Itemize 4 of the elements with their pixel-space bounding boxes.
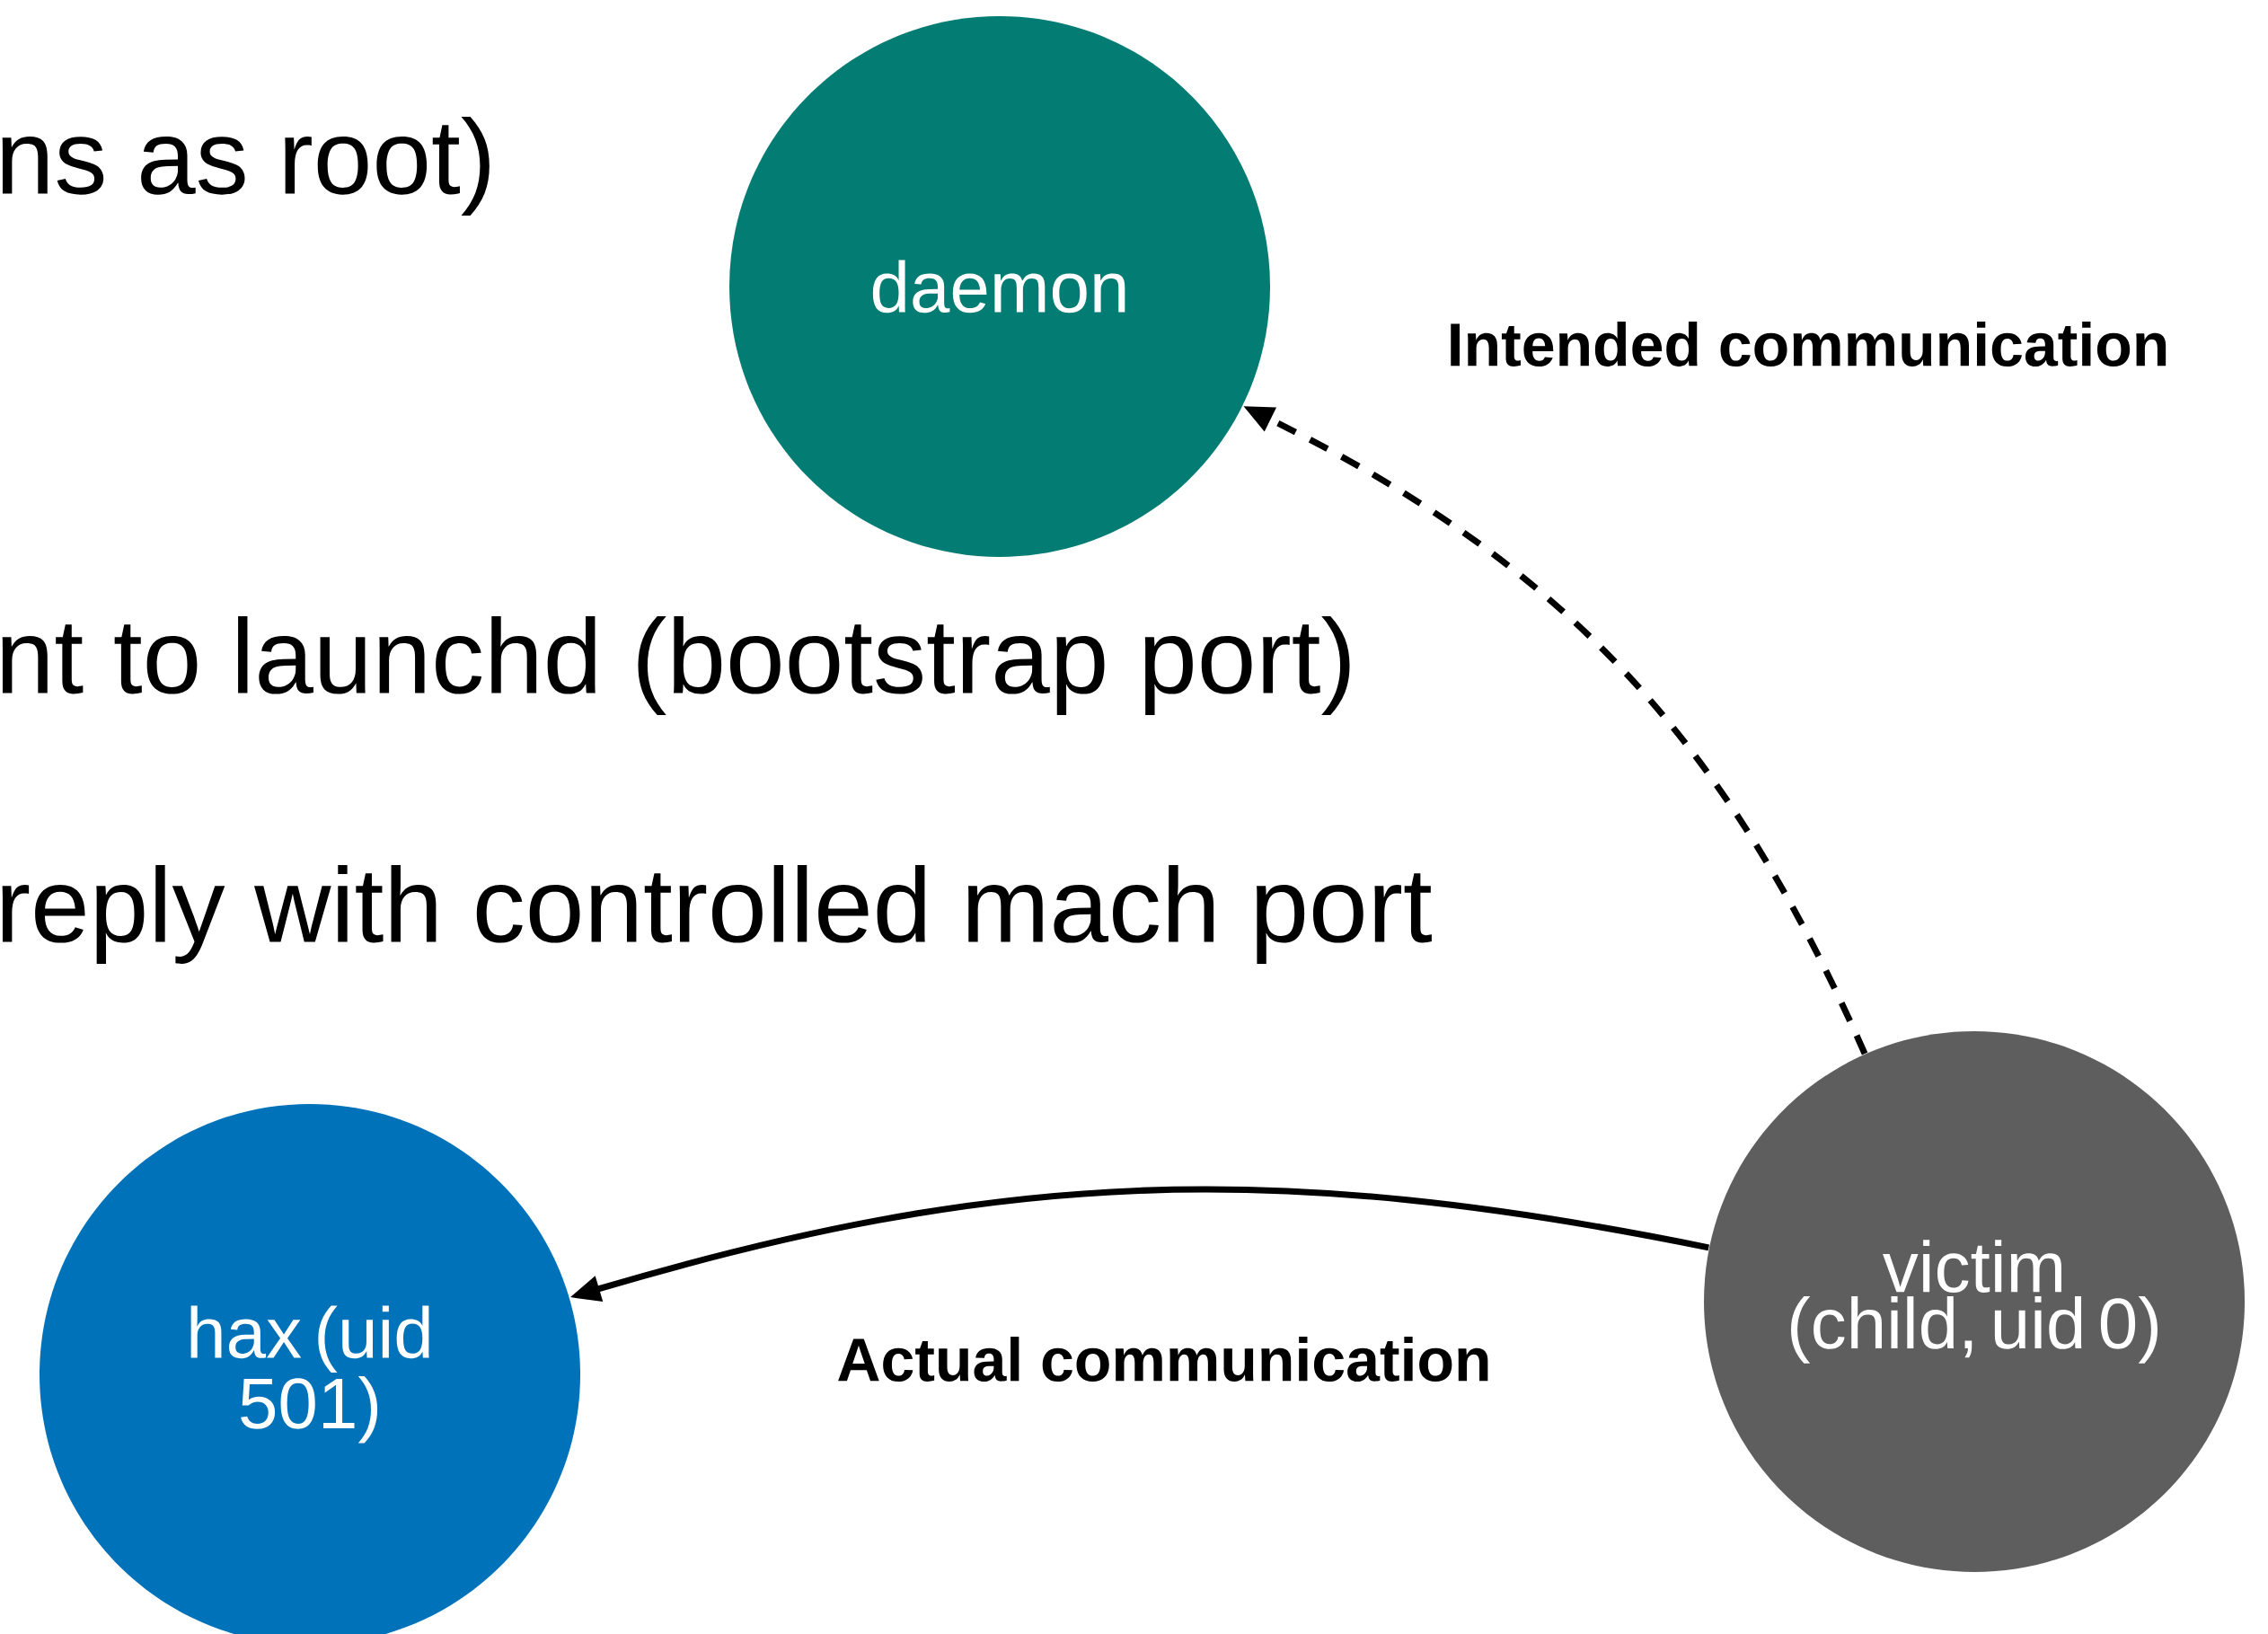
edge-label: Intended communication (1443, 318, 2174, 370)
step-text: ns as root) (2, 117, 490, 216)
step-text: reply with controlled mach port (2, 865, 1432, 964)
edge-label: Actual communication (833, 1333, 1496, 1385)
